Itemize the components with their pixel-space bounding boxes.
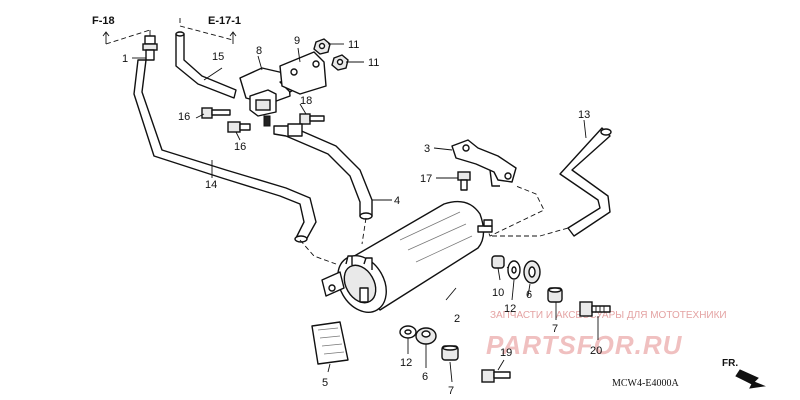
watermark-caption: ЗАПЧАСТИ И АКСЕССУАРЫ ДЛЯ МОТОТЕХНИКИ — [490, 310, 727, 321]
part-washer-12b — [399, 325, 417, 339]
part-collar-10 — [491, 255, 505, 269]
callout-14: 14 — [205, 179, 217, 191]
callout-18: 18 — [300, 95, 312, 107]
reference-f18-label: F-18 — [92, 15, 115, 27]
callout-numbers: 1 15 8 9 11 11 16 16 18 4 3 17 13 14 2 1… — [122, 35, 602, 397]
part-joint-1 — [142, 35, 158, 61]
callout-16b: 16 — [234, 141, 246, 153]
watermark-logo: PARTSFOR.RU — [486, 330, 683, 360]
callout-6a: 6 — [526, 289, 532, 301]
callout-8: 8 — [256, 45, 262, 57]
callout-19: 19 — [500, 347, 512, 359]
diagram-code: MCW4-E4000A — [612, 378, 679, 389]
reference-f18: F-18 — [92, 15, 151, 45]
part-nut-11b — [331, 54, 349, 71]
part-bracket-3 — [451, 139, 517, 187]
part-hose-4 — [273, 123, 373, 220]
part-grommet-6a — [523, 260, 541, 284]
callout-12b: 12 — [400, 357, 412, 369]
callout-11b: 11 — [368, 57, 379, 69]
arrow-up-icon — [229, 31, 237, 44]
part-pad-5 — [311, 321, 349, 365]
watermark: ЗАПЧАСТИ И АКСЕССУАРЫ ДЛЯ МОТОТЕХНИКИ PA… — [486, 310, 727, 360]
callout-10: 10 — [492, 287, 504, 299]
callout-17: 17 — [420, 173, 432, 185]
part-collar-7a — [547, 287, 563, 303]
callout-15: 15 — [212, 51, 224, 63]
callout-20: 20 — [590, 345, 602, 357]
callout-13: 13 — [578, 109, 590, 121]
part-grommet-6b — [415, 327, 437, 345]
callout-1: 1 — [122, 53, 128, 65]
callout-12a: 12 — [504, 303, 516, 315]
reference-e171: E-17-1 — [179, 15, 241, 44]
part-hose-13 — [559, 127, 612, 237]
callout-9: 9 — [294, 35, 300, 47]
arrow-right-down-icon — [735, 369, 766, 389]
callout-7a: 7 — [552, 323, 558, 335]
front-direction-label: FR. — [722, 358, 738, 369]
part-collar-7b — [441, 345, 459, 361]
part-bolt-16b — [227, 121, 251, 133]
arrow-up-icon — [102, 31, 110, 44]
front-direction-indicator: FR. — [722, 358, 766, 389]
reference-e171-label: E-17-1 — [208, 15, 241, 27]
callout-16a: 16 — [178, 111, 190, 123]
part-bolt-18 — [299, 113, 325, 125]
part-bolt-17 — [457, 171, 471, 191]
callout-4: 4 — [394, 195, 400, 207]
callout-5: 5 — [322, 377, 328, 389]
callout-11a: 11 — [348, 39, 359, 51]
callout-3: 3 — [424, 143, 430, 155]
callout-2: 2 — [454, 313, 460, 325]
part-washer-12a — [507, 260, 521, 280]
part-hose-14 — [133, 59, 317, 243]
leader-lines — [132, 43, 599, 383]
part-bolt-19 — [481, 369, 511, 383]
part-nut-11a — [313, 38, 331, 55]
part-bolt-20 — [579, 301, 611, 317]
callout-7b: 7 — [448, 385, 454, 397]
part-canister-2 — [321, 200, 493, 313]
part-hose-15 — [175, 31, 237, 99]
part-bolt-16a — [201, 107, 231, 119]
part-bracket-9 — [279, 51, 327, 95]
callout-6b: 6 — [422, 371, 428, 383]
